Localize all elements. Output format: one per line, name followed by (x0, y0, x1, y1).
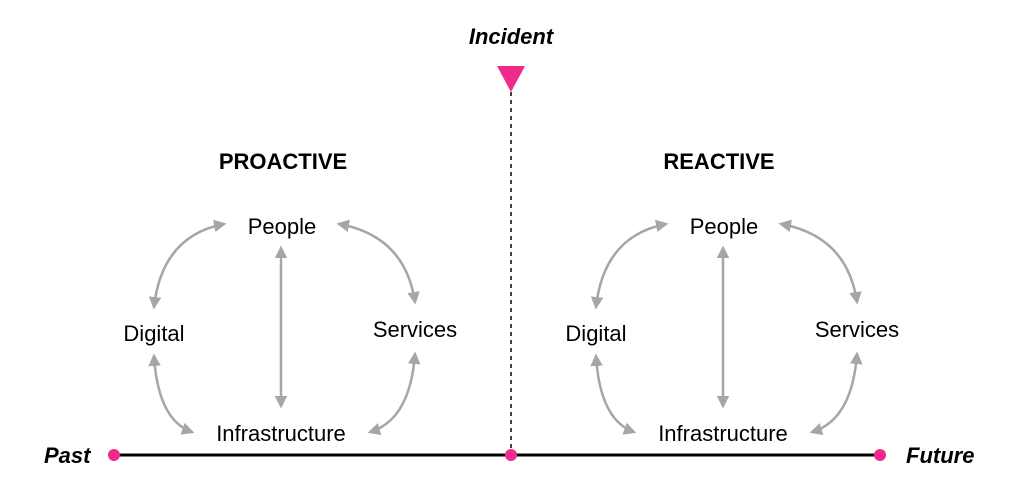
cluster-title: PROACTIVE (219, 149, 347, 174)
arrow-people-digital (148, 219, 227, 310)
arrow-digital-infrastructure (590, 353, 637, 435)
node-digital: Digital (123, 321, 184, 346)
reactive-cluster: REACTIVE People Digital Services Infrast… (565, 149, 899, 446)
cluster-title: REACTIVE (663, 149, 774, 174)
proactive-cluster: PROACTIVE People Digital Services Infras… (123, 149, 457, 446)
node-services: Services (373, 317, 457, 342)
incident-label: Incident (469, 24, 555, 49)
node-people: People (690, 214, 759, 239)
node-infrastructure: Infrastructure (658, 421, 788, 446)
timeline-past-dot (108, 449, 120, 461)
arrow-digital-infrastructure (148, 353, 195, 435)
arrow-people-services (336, 219, 420, 305)
timeline-future-label: Future (906, 443, 974, 468)
arrow-services-infrastructure (367, 351, 421, 436)
timeline-past-label: Past (44, 443, 92, 468)
timeline-future-dot (874, 449, 886, 461)
node-services: Services (815, 317, 899, 342)
arrow-services-infrastructure (809, 351, 863, 436)
arrow-people-services (778, 219, 862, 305)
arrow-people-digital (590, 219, 669, 310)
timeline-incident-dot (505, 449, 517, 461)
incident-marker-icon (497, 66, 525, 92)
node-people: People (248, 214, 317, 239)
node-infrastructure: Infrastructure (216, 421, 346, 446)
node-digital: Digital (565, 321, 626, 346)
